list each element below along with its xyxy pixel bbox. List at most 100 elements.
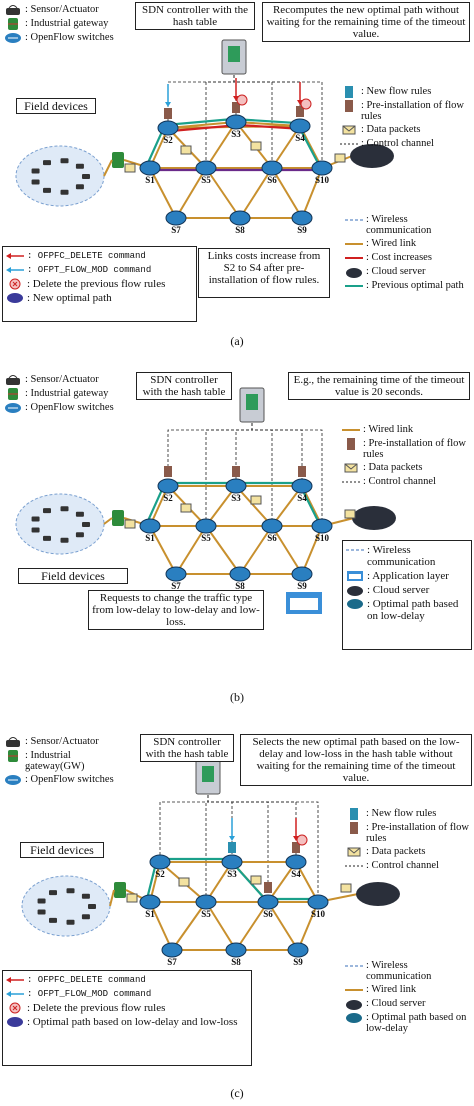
legend-item: : OFPT_FLOW_MOD command bbox=[6, 988, 248, 1000]
packet-icon bbox=[340, 124, 358, 136]
legend-text: : OpenFlow switches bbox=[25, 32, 114, 43]
sensor-icon bbox=[43, 187, 51, 193]
delete-icon bbox=[9, 1002, 21, 1014]
legend-text: : Industrial gateway(GW) bbox=[25, 750, 85, 772]
packet-icon bbox=[124, 519, 136, 529]
wireless-icon bbox=[345, 960, 363, 972]
wired-link bbox=[301, 167, 323, 219]
legend-text: : Industrial gateway bbox=[25, 18, 109, 29]
switch-label: S9 bbox=[293, 957, 303, 967]
wired-link bbox=[271, 525, 303, 575]
sensor-icon bbox=[4, 374, 22, 386]
preinstall-icon bbox=[264, 882, 272, 893]
preinstall-icon bbox=[296, 106, 304, 117]
delete-icon bbox=[6, 1002, 24, 1014]
opt-path-icon bbox=[346, 1013, 362, 1023]
legend-item: : Cloud server bbox=[345, 998, 473, 1010]
gateway-icon bbox=[114, 882, 126, 898]
sensor-icon bbox=[88, 904, 96, 909]
packet-icon bbox=[180, 145, 192, 155]
cost-icon bbox=[345, 257, 363, 259]
packet-icon bbox=[334, 153, 346, 163]
sensor-icon bbox=[75, 532, 84, 538]
legend-item: : OpenFlow switches bbox=[4, 32, 124, 44]
flow-mod-arrow bbox=[165, 102, 171, 107]
flow-mod-arrow bbox=[229, 836, 235, 841]
switch-label: S8 bbox=[235, 225, 245, 235]
legend-text: : Optimal path based on low-delay and lo… bbox=[27, 1016, 238, 1028]
legend-item: : Data packets bbox=[340, 124, 472, 136]
packet-icon bbox=[250, 141, 262, 151]
preinstall-icon bbox=[232, 102, 240, 113]
wired-link bbox=[235, 901, 269, 951]
control-channel-line bbox=[251, 418, 273, 526]
openflow-switch-icon bbox=[285, 854, 307, 870]
openflow-switch-icon bbox=[195, 160, 217, 176]
packet-icon bbox=[126, 893, 138, 903]
legend-text: : Optimal path based on low-delay bbox=[367, 598, 459, 622]
new-path-icon bbox=[6, 1016, 24, 1028]
openflow-switch-icon bbox=[5, 33, 21, 43]
switch-label: S7 bbox=[171, 581, 181, 591]
legend-item: : OFPFC_DELETE command bbox=[6, 250, 193, 262]
preinstall-icon bbox=[164, 466, 172, 477]
control-channel-line bbox=[207, 790, 297, 862]
new-rule-icon bbox=[350, 808, 358, 820]
openflow-switch-icon bbox=[257, 894, 279, 910]
legend-item: : Industrial gateway bbox=[4, 18, 124, 30]
legend-left-top-b: : Sensor/Actuator: Industrial gateway: O… bbox=[4, 374, 124, 416]
wired-icon bbox=[345, 984, 363, 996]
openflow-switch-icon bbox=[139, 518, 161, 534]
legend-text: : OFPFC_DELETE command bbox=[27, 975, 146, 985]
blue-arrow-icon bbox=[6, 991, 24, 997]
cloud-icon bbox=[345, 998, 363, 1010]
openflow-switch-icon bbox=[291, 566, 313, 582]
cloud-icon bbox=[347, 586, 363, 596]
wireless-icon bbox=[345, 219, 363, 221]
legend-text: : Sensor/Actuator bbox=[25, 736, 99, 747]
legend-text: : Cloud server bbox=[366, 266, 426, 277]
packet-icon bbox=[347, 847, 361, 857]
legend-item: : Cloud server bbox=[346, 584, 468, 596]
legend-text: : Sensor/Actuator bbox=[25, 4, 99, 15]
legend-text: : Data packets bbox=[366, 846, 426, 857]
red-arrow-icon bbox=[6, 250, 24, 262]
legend-item: : New optimal path bbox=[6, 292, 193, 304]
legend-text: : Cloud server bbox=[367, 584, 430, 596]
red-arrow-icon bbox=[6, 977, 24, 983]
preinstall-icon bbox=[345, 100, 353, 112]
new-path-icon bbox=[7, 1017, 23, 1027]
switch-label: S2 bbox=[155, 869, 165, 879]
switch-label: S3 bbox=[231, 129, 241, 139]
legend-item: : Control channel bbox=[345, 860, 472, 872]
new-rule-icon bbox=[345, 86, 353, 98]
legend-item: : Application layer bbox=[346, 570, 468, 582]
legend-text: : Wired link bbox=[366, 238, 417, 249]
preinstall-icon bbox=[164, 108, 172, 119]
switch-label: S1 bbox=[145, 909, 155, 919]
sensor-icon bbox=[66, 919, 75, 925]
note-top: Selects the new optimal path based on th… bbox=[240, 734, 472, 786]
openflow-switch-icon bbox=[195, 518, 217, 534]
legend-item: : Optimal path based on low-delay bbox=[345, 1012, 473, 1034]
wired-link bbox=[205, 121, 237, 169]
control-line-icon bbox=[340, 143, 358, 145]
gateway-icon bbox=[8, 750, 18, 762]
packet-icon bbox=[178, 877, 190, 887]
openflow-switch-icon bbox=[229, 210, 251, 226]
legend-text: : Cost increases bbox=[366, 252, 432, 263]
switch-label: S4 bbox=[295, 133, 305, 143]
legend-item: : Pre-installation of flow rules bbox=[342, 438, 472, 460]
legend-item: : New flow rules bbox=[340, 86, 472, 98]
openflow-switch-icon bbox=[289, 118, 311, 134]
legend-item: : Pre-installation of flow rules bbox=[340, 100, 472, 122]
red-arrow-icon bbox=[6, 974, 24, 986]
delete-icon bbox=[9, 278, 21, 290]
control-line-icon bbox=[340, 138, 358, 150]
switch-label: S6 bbox=[267, 533, 277, 543]
legend-text: : OFPT_FLOW_MOD command bbox=[27, 265, 152, 275]
hash-table-icon bbox=[228, 46, 240, 62]
legend-item: : Data packets bbox=[342, 462, 472, 474]
delete-arrow bbox=[233, 96, 239, 101]
